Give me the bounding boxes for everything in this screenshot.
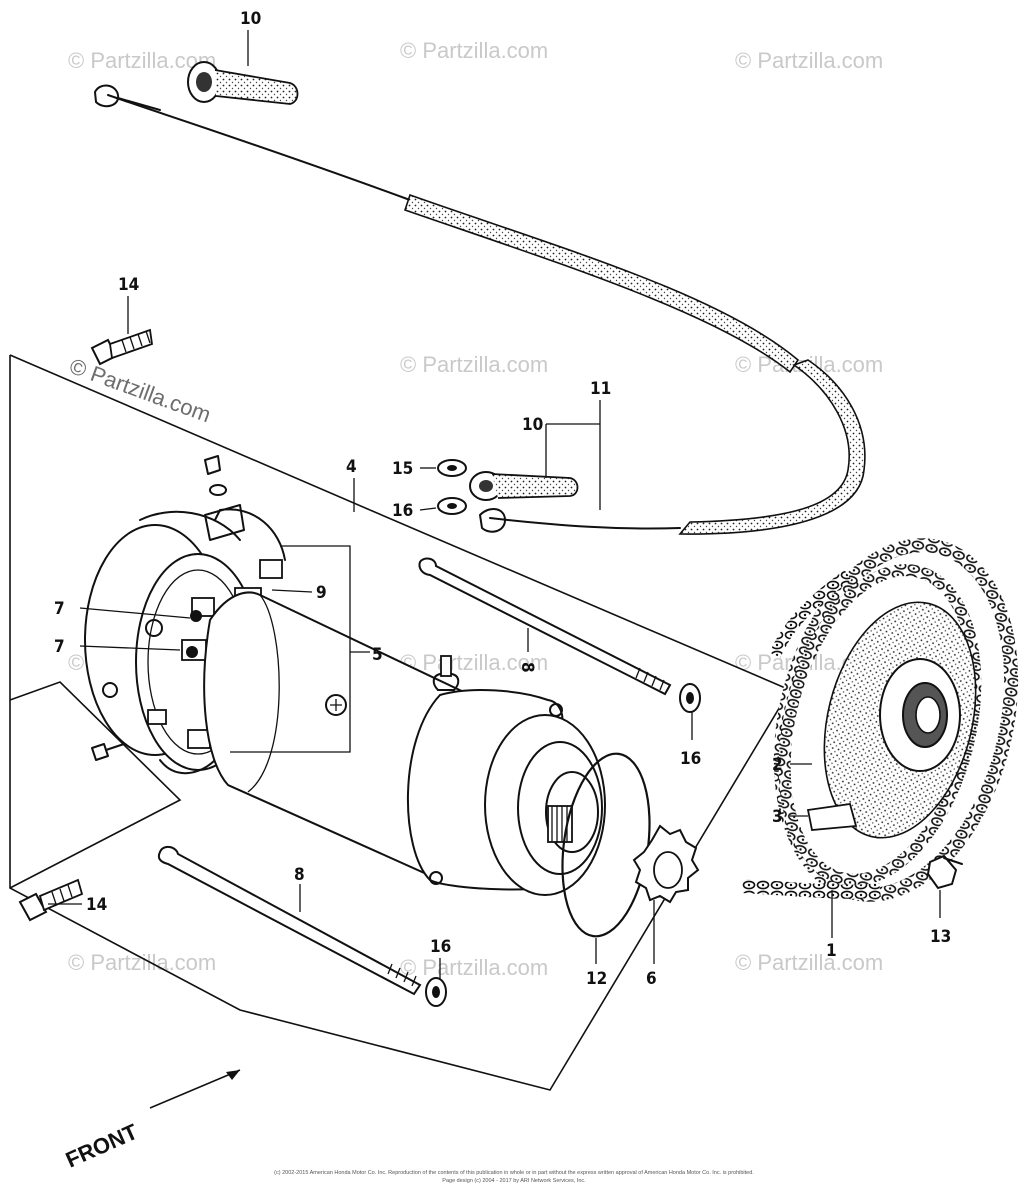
bolt-part-13 xyxy=(926,854,963,890)
washer-part-16 xyxy=(425,683,701,1007)
bolt-part-14 xyxy=(90,328,153,366)
callout-7: 7 xyxy=(54,599,65,619)
through-bolt-part-8 xyxy=(157,557,672,996)
callout-6: 6 xyxy=(646,969,657,989)
watermark: © Partzilla.com xyxy=(68,950,216,975)
callout-7: 7 xyxy=(54,637,65,657)
copyright-notice: (c) 2002-2015 American Honda Motor Co. I… xyxy=(274,1170,754,1184)
starter-motor-assembly xyxy=(84,455,606,896)
watermark: © Partzilla.com xyxy=(400,955,548,980)
cable-part-11 xyxy=(94,61,866,535)
drive-sprocket-part-6 xyxy=(632,824,700,904)
callout-16: 16 xyxy=(392,501,413,521)
callout-10: 10 xyxy=(522,415,543,435)
callout-2: 2 xyxy=(772,755,783,775)
callout-9: 9 xyxy=(316,583,327,603)
callout-16: 16 xyxy=(430,937,451,957)
front-label: FRONT xyxy=(62,1119,142,1173)
callout-14: 14 xyxy=(118,275,139,295)
callout-8: 8 xyxy=(294,865,305,885)
bolt-part-14-lower xyxy=(18,878,84,922)
callout-15: 15 xyxy=(392,459,413,479)
watermark: © Partzilla.com xyxy=(400,352,548,377)
copyright-line-1: (c) 2002-2015 American Honda Motor Co. I… xyxy=(274,1170,754,1176)
watermark: © Partzilla.com xyxy=(735,48,883,73)
front-direction-indicator: FRONT xyxy=(62,1069,241,1173)
watermark: © Partzilla.com xyxy=(400,650,548,675)
callout-5: 5 xyxy=(372,645,383,665)
callout-8: 8 xyxy=(517,662,537,673)
callout-10: 10 xyxy=(240,9,261,29)
callout-16: 16 xyxy=(680,749,701,769)
assembly-outline xyxy=(9,354,792,1091)
callout-13: 13 xyxy=(930,927,951,947)
leader-lines xyxy=(48,30,941,980)
callout-1: 1 xyxy=(826,941,837,961)
callout-4: 4 xyxy=(346,457,357,477)
callout-11: 11 xyxy=(590,379,611,399)
final-drive-chain-part-1 xyxy=(741,538,1019,902)
watermark: © Partzilla.com xyxy=(400,38,548,63)
copyright-line-2: Page design (c) 2004 - 2017 by ARI Netwo… xyxy=(442,1178,586,1184)
callout-3: 3 xyxy=(772,807,783,827)
watermark-prominent: © Partzilla.com xyxy=(66,353,214,427)
watermark: © Partzilla.com xyxy=(735,950,883,975)
callout-12: 12 xyxy=(586,969,607,989)
callout-labels: 10 14 4 11 10 15 16 9 7 7 5 8 8 16 16 12… xyxy=(54,9,951,989)
callout-14: 14 xyxy=(86,895,107,915)
